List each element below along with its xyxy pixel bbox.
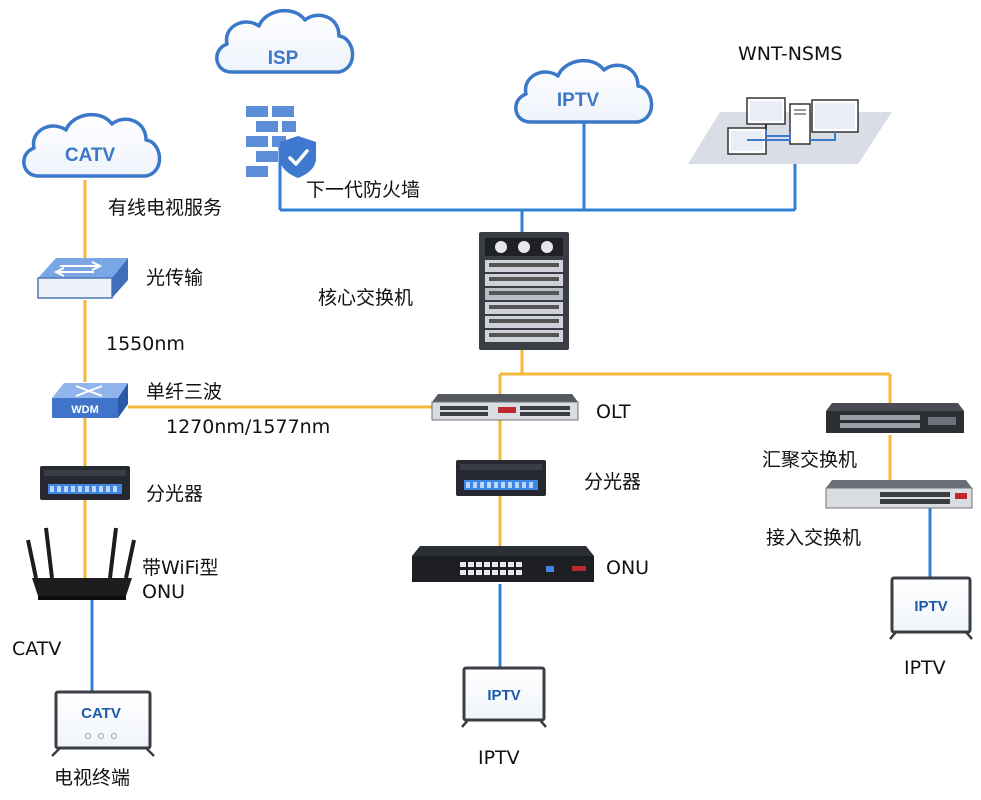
cloud-iptv-label: IPTV [557,90,600,111]
wdm-device-icon: WDM [52,383,128,418]
cloud-isp: ISP [215,8,355,74]
label-wnt-nsms: WNT-NSMS [738,43,842,65]
olt-device-icon [431,394,579,421]
wdm-label: WDM [71,404,99,416]
label-access-switch: 接入交换机 [766,527,861,549]
label-iptv-right: IPTV [904,657,946,679]
splitter-left-icon [40,466,130,500]
label-optical-transmission: 光传输 [146,267,203,289]
nsms-workstation-icon [688,97,892,164]
label-catv-service: 有线电视服务 [108,197,222,219]
label-tv-terminal: 电视终端 [54,767,130,789]
tv-iptv-mid-icon: IPTV [461,666,547,728]
label-splitter-left: 分光器 [146,483,203,505]
cloud-catv-label: CATV [65,145,116,166]
cloud-catv: CATV [22,112,162,178]
cloud-iptv: IPTV [514,58,654,124]
label-aggregation-switch: 汇聚交换机 [762,449,857,471]
core-switch-chassis-icon [479,232,569,350]
label-olt: OLT [596,401,631,423]
tv-catv-icon: CATV [51,690,155,757]
label-1270-1577nm: 1270nm/1577nm [166,416,330,438]
label-catv-left: CATV [12,638,61,660]
tv-mid-screen-label: IPTV [487,687,520,704]
label-firewall: 下一代防火墙 [306,179,420,201]
label-1550nm: 1550nm [106,333,185,355]
firewall-icon [246,106,316,178]
label-wifi-onu-line2: ONU [142,581,185,603]
label-core-switch: 核心交换机 [318,287,413,309]
optical-transmission-icon [37,258,128,299]
tv-catv-screen-label: CATV [81,705,121,722]
tv-right-screen-label: IPTV [914,598,947,615]
aggregation-switch-icon [826,403,964,433]
onu-mid-icon [412,546,594,582]
access-switch-icon [825,480,973,509]
label-wifi-onu-line1: 带WiFi型 [142,557,218,579]
wifi-router-onu-icon [26,527,136,600]
tv-iptv-right-icon: IPTV [889,576,973,640]
splitter-mid-icon [456,460,546,496]
label-iptv-mid: IPTV [478,747,520,769]
cloud-isp-label: ISP [268,48,299,69]
label-splitter-mid: 分光器 [584,471,641,493]
label-single-fiber-three-wave: 单纤三波 [146,381,222,403]
links [83,120,932,692]
text-labels: WNT-NSMS 下一代防火墙 有线电视服务 光传输 核心交换机 1550nm … [12,43,946,789]
label-onu: ONU [606,557,649,579]
